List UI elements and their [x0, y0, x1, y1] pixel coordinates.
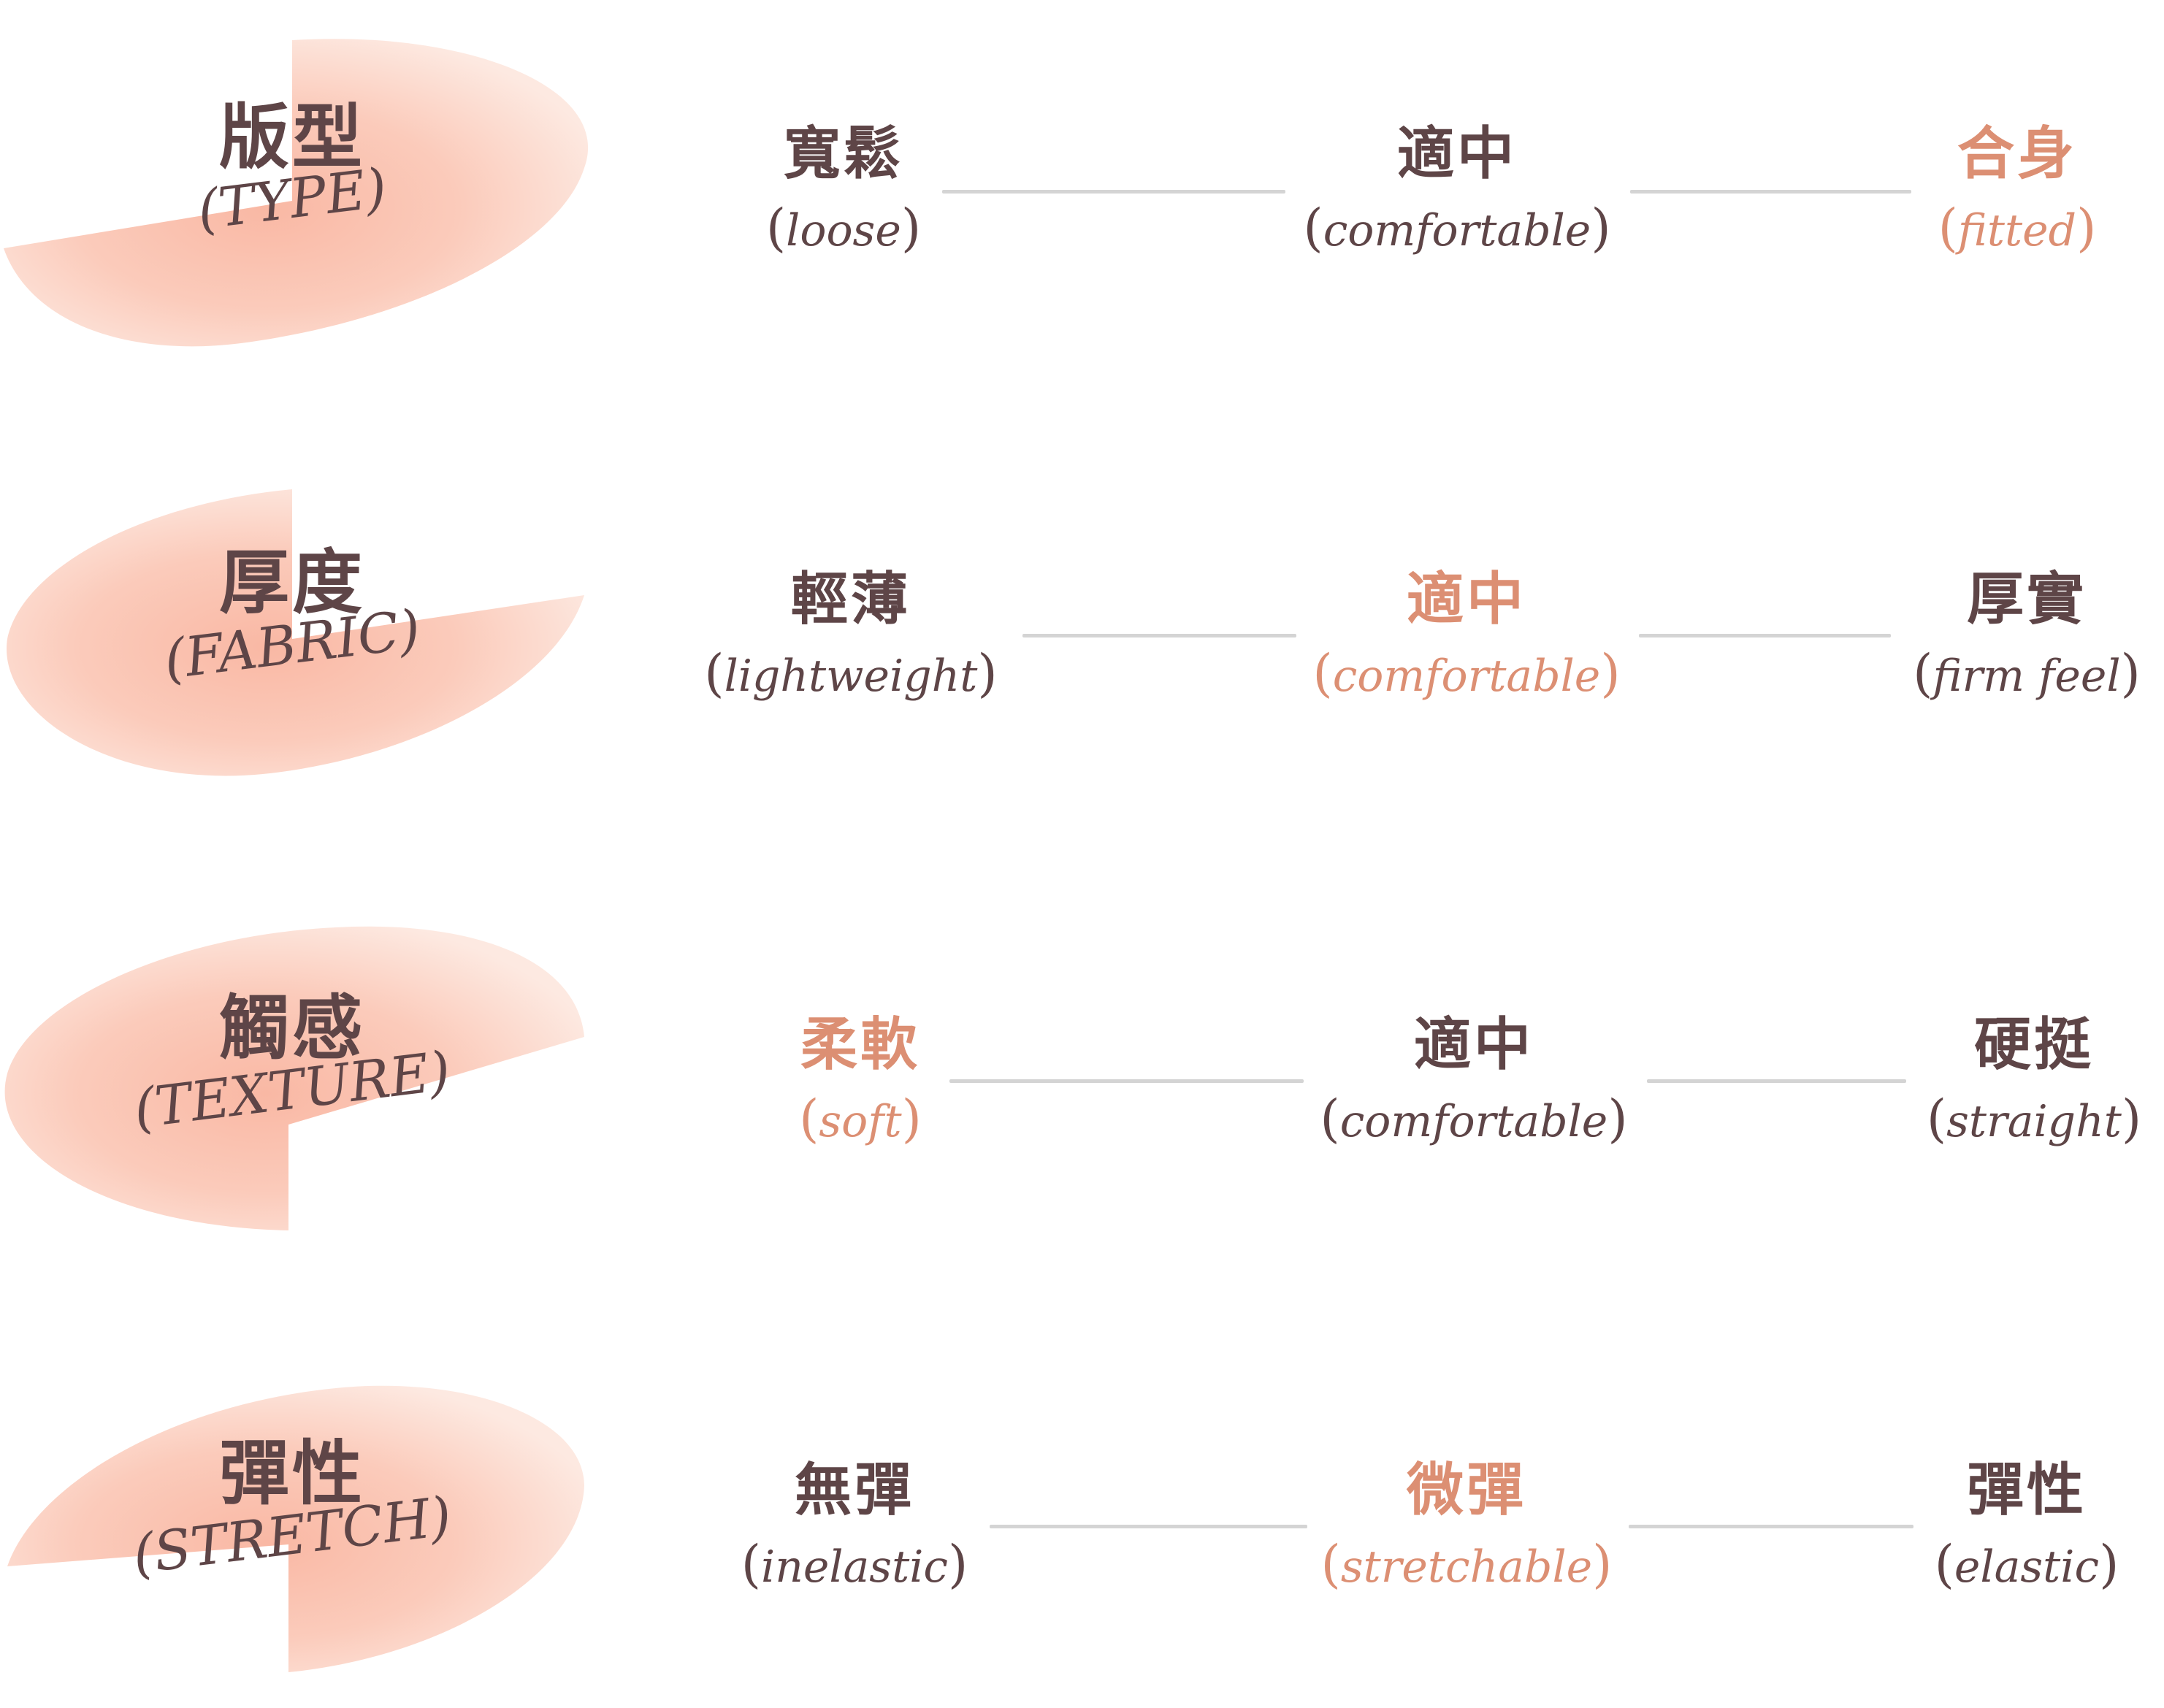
connector-line — [942, 190, 1285, 194]
option-label-en: (elastic) — [1934, 1534, 2119, 1594]
option-label-zh: 柔軟 — [800, 1012, 920, 1078]
option-label-en: (comfortable) — [1320, 1089, 1628, 1149]
connector-line — [1630, 190, 1911, 194]
option-label-zh: 微彈 — [1406, 1458, 1526, 1523]
option-label-en: (firm feel) — [1913, 643, 2141, 703]
option-comfortable[interactable]: 適中 (comfortable) — [1284, 1011, 1664, 1162]
option-label-zh: 彈性 — [1966, 1458, 2087, 1523]
connector-line — [990, 1525, 1307, 1528]
attribute-row-type: 版型 (TYPE) 寬鬆 (loose) 適中 (comfortable) 合身… — [0, 0, 2164, 347]
option-loose[interactable]: 寬鬆 (loose) — [654, 120, 1033, 271]
option-label-en: (lightweight) — [704, 643, 998, 703]
option-firm-feel[interactable]: 厚實 (firm feel) — [1837, 566, 2164, 716]
option-label-en: (fitted) — [1938, 198, 2097, 258]
option-elastic[interactable]: 彈性 (elastic) — [1837, 1457, 2164, 1607]
attribute-row-texture: 觸感 (TEXTURE) 柔軟 (soft) 適中 (comfortable) … — [0, 891, 2164, 1230]
option-label-zh: 寬鬆 — [783, 121, 903, 187]
option-soft[interactable]: 柔軟 (soft) — [670, 1011, 1050, 1162]
connector-line — [949, 1079, 1304, 1083]
option-label-en: (straight) — [1926, 1089, 2142, 1149]
option-label-zh: 硬挺 — [1973, 1012, 2094, 1078]
option-label-en: (comfortable) — [1312, 643, 1621, 703]
option-stretchable[interactable]: 微彈 (stretchable) — [1277, 1457, 1656, 1607]
connector-line — [1639, 634, 1891, 637]
option-label-en: (stretchable) — [1320, 1534, 1613, 1594]
option-lightweight[interactable]: 輕薄 (lightweight) — [661, 566, 1041, 716]
option-label-zh: 合身 — [1957, 121, 2077, 187]
option-label-zh: 厚實 — [1966, 567, 2087, 632]
attribute-row-stretch: 彈性 (STRETCH) 無彈 (inelastic) 微彈 (stretcha… — [0, 1336, 2164, 1672]
blob-shape-type — [4, 39, 589, 347]
blob-shape-stretch — [7, 1385, 584, 1672]
option-straight[interactable]: 硬挺 (straight) — [1844, 1011, 2164, 1162]
option-comfortable[interactable]: 適中 (comfortable) — [1267, 120, 1647, 271]
attribute-row-fabric: 厚度 (FABRIC) 輕薄 (lightweight) 適中 (comfort… — [0, 445, 2164, 781]
option-label-en: (loose) — [765, 198, 922, 258]
option-label-en: (soft) — [799, 1089, 922, 1149]
blob-shape-fabric — [6, 489, 584, 776]
option-inelastic[interactable]: 無彈 (inelastic) — [665, 1457, 1044, 1607]
option-label-zh: 適中 — [1413, 1012, 1534, 1078]
option-label-en: (inelastic) — [741, 1534, 968, 1594]
connector-line — [1647, 1079, 1906, 1083]
option-label-zh: 無彈 — [794, 1458, 914, 1523]
option-label-zh: 適中 — [1406, 567, 1526, 632]
option-label-en: (comfortable) — [1303, 198, 1611, 258]
connector-line — [1629, 1525, 1913, 1528]
option-comfortable[interactable]: 適中 (comfortable) — [1277, 566, 1656, 716]
option-fitted[interactable]: 合身 (fitted) — [1827, 120, 2164, 271]
connector-line — [1022, 634, 1296, 637]
option-label-zh: 輕薄 — [790, 567, 911, 632]
option-label-zh: 適中 — [1396, 121, 1517, 187]
blob-shape-texture — [4, 926, 585, 1230]
